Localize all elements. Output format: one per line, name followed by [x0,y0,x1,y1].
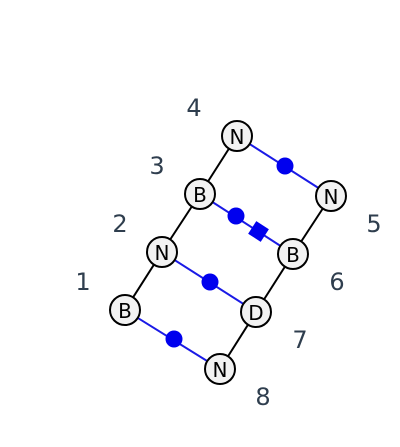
atom-d: D [240,296,272,328]
position-number-5: 5 [366,210,381,238]
atom-b-upper-label: B [193,183,207,207]
atom-b-upper: B [184,178,216,210]
atom-b-right: B [277,238,309,270]
atom-d-label: D [248,301,263,325]
position-number-4: 4 [186,94,201,122]
marker-dot-middle [201,273,219,291]
atom-n-right-label: N [324,185,339,209]
atom-b-left: B [109,294,141,326]
bond-b-upper-b-right [199,193,294,255]
marker-diamond [248,221,269,242]
atom-n-middle-label: N [155,241,170,265]
atom-n-top-label: N [230,125,245,149]
atom-n-right: N [315,180,347,212]
marker-dot-upper [227,207,245,225]
atom-n-bottom-label: N [213,358,228,382]
atom-n-middle: N [146,236,178,268]
atom-n-bottom: N [204,353,236,385]
atom-n-top: N [221,120,253,152]
atom-b-left-label: B [118,299,132,323]
position-number-1: 1 [75,268,90,296]
marker-dot-top [276,157,294,175]
position-number-7: 7 [292,326,307,354]
marker-dot-bottom [165,330,183,348]
position-number-8: 8 [255,383,270,411]
position-number-3: 3 [149,152,164,180]
position-number-6: 6 [329,268,344,296]
position-number-2: 2 [112,210,127,238]
atom-b-right-label: B [286,243,300,267]
